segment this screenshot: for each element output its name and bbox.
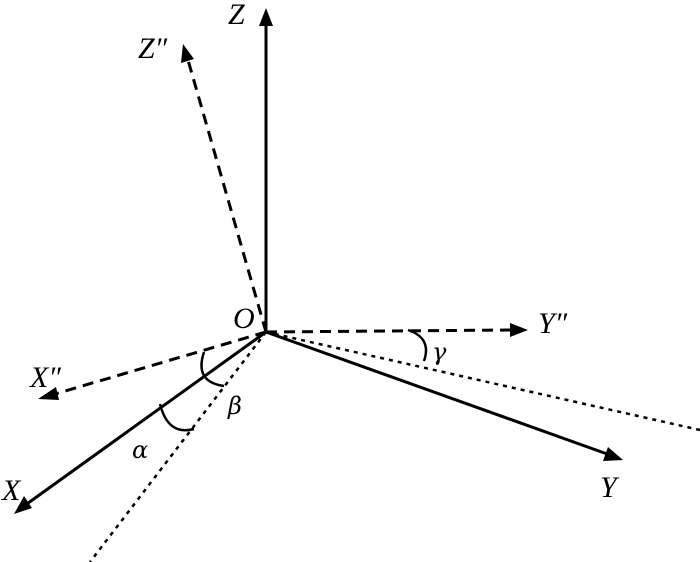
label-alpha: α — [132, 436, 148, 464]
axis-z-double-prime — [186, 59, 268, 333]
axis-z-arrowhead — [259, 8, 273, 26]
axis-y-double-prime-arrowhead — [510, 323, 528, 337]
axis-y-double-prime — [265, 328, 513, 334]
axis-x — [23, 330, 267, 508]
label-x-double-prime: X″ — [29, 361, 61, 394]
angle-arc-gamma — [407, 328, 428, 362]
label-x: X — [1, 474, 22, 507]
axis-x-arrowhead — [14, 496, 32, 514]
label-y: Y — [600, 471, 620, 504]
label-y-double-prime: Y″ — [538, 307, 568, 340]
angle-arc-beta — [200, 351, 225, 388]
label-gamma: γ — [432, 338, 447, 366]
projection-line-y — [265, 330, 700, 432]
axis-x-double-prime-arrowhead — [38, 387, 59, 400]
axis-y — [265, 330, 611, 457]
axis-x-double-prime — [54, 330, 267, 396]
angle-arc-alpha — [158, 403, 195, 432]
label-origin: O — [233, 302, 255, 335]
projection-line-x — [89, 331, 267, 562]
label-beta: β — [227, 392, 242, 420]
label-z: Z — [228, 0, 245, 31]
axis-z-double-prime-arrowhead — [181, 44, 194, 63]
axis-y-arrowhead — [603, 447, 623, 461]
label-z-double-prime: Z″ — [138, 32, 168, 65]
